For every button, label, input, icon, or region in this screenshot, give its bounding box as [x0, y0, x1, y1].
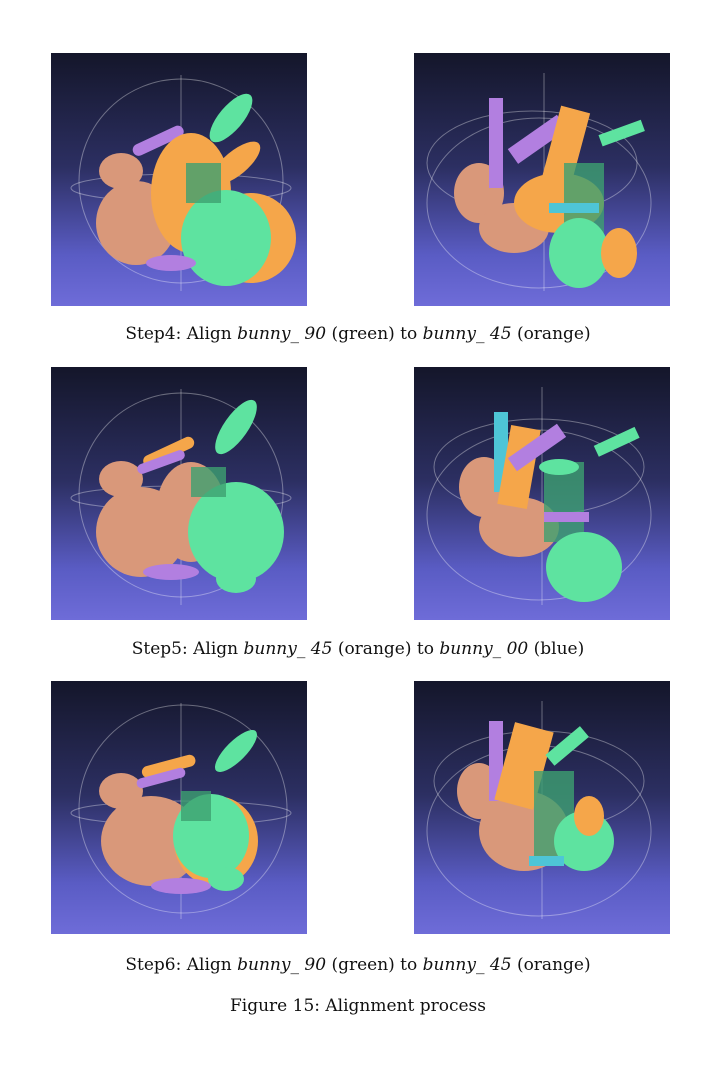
- caption-target: bunny_ 45: [422, 955, 512, 975]
- bunny-render: [70, 75, 296, 291]
- caption-prefix: Step4: Align: [125, 324, 238, 344]
- caption-target-color: (orange): [516, 955, 591, 975]
- step5-caption: Step5: Align bunny_ 45 (orange) to bunny…: [0, 639, 716, 659]
- figure-caption: Figure 15: Alignment process: [229, 996, 487, 1016]
- render-step6-left: [51, 681, 307, 934]
- caption-source-color: (green): [331, 324, 395, 344]
- caption-source: bunny_ 90: [237, 324, 327, 344]
- render-step5-left: [51, 367, 307, 620]
- step4-caption: Step4: Align bunny_ 90 (green) to bunny_…: [0, 324, 716, 344]
- caption-source: bunny_ 90: [237, 955, 327, 975]
- bunny-render: [426, 701, 652, 919]
- caption-prefix: Step5: Align: [131, 639, 244, 659]
- caption-to: to: [394, 324, 423, 344]
- bunny-render: [70, 389, 292, 605]
- render-step6-right: [414, 681, 670, 934]
- caption-to: to: [411, 639, 440, 659]
- render-step4-right: [414, 53, 670, 306]
- bunny-render: [426, 73, 652, 291]
- caption-source: bunny_ 45: [243, 639, 333, 659]
- caption-target: bunny_ 45: [422, 324, 512, 344]
- step6-caption: Step6: Align bunny_ 90 (green) to bunny_…: [0, 955, 716, 975]
- render-step5-right: [414, 367, 670, 620]
- caption-target-color: (blue): [533, 639, 585, 659]
- caption-to: to: [394, 955, 423, 975]
- bunny-render: [70, 703, 292, 919]
- caption-source-color: (orange): [337, 639, 412, 659]
- render-step4-left: [51, 53, 307, 306]
- caption-prefix: Step6: Align: [125, 955, 238, 975]
- caption-target: bunny_ 00: [439, 639, 529, 659]
- bunny-render: [426, 387, 652, 605]
- caption-source-color: (green): [331, 955, 395, 975]
- caption-target-color: (orange): [516, 324, 591, 344]
